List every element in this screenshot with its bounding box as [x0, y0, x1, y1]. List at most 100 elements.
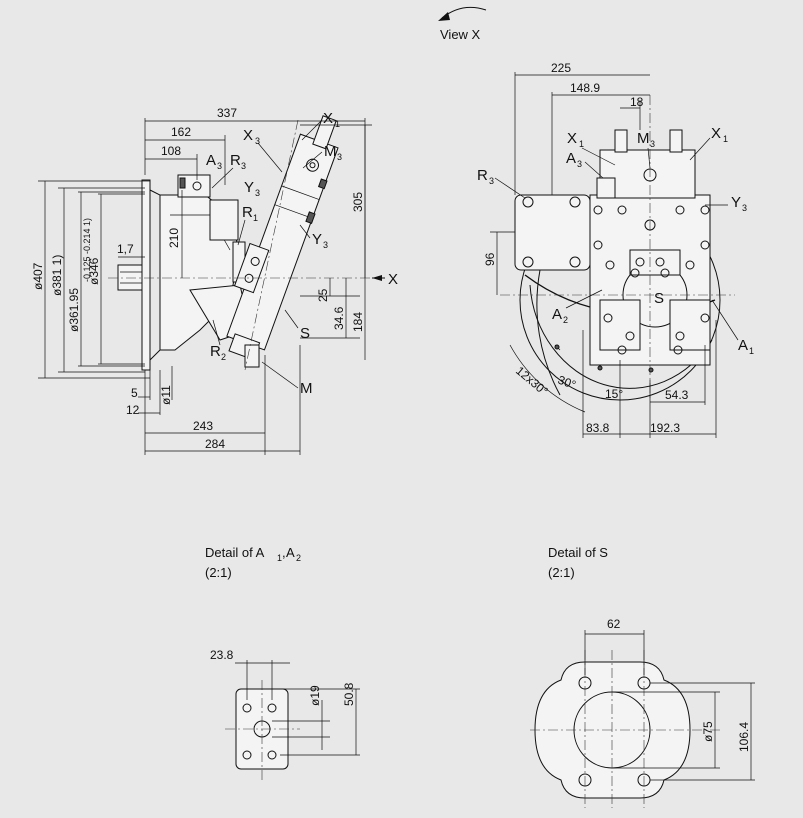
control-valve-top [599, 149, 696, 199]
svg-text:2: 2 [221, 352, 226, 362]
dim-192-3: 192.3 [650, 421, 680, 435]
view-x-label: View X [440, 27, 481, 42]
svg-text:3: 3 [255, 136, 260, 146]
dim-25: 25 [316, 288, 330, 302]
dim-12: 12 [126, 403, 140, 417]
svg-text:1: 1 [723, 134, 728, 144]
detail-a-dim-50-8: 50.8 [342, 682, 356, 706]
detail-a-dim-19: ø19 [308, 685, 322, 706]
svg-text:X: X [243, 127, 253, 144]
angle-15: 15° [605, 387, 623, 401]
svg-text:M: M [324, 143, 337, 160]
detail-a-sub2: 2 [296, 553, 301, 563]
dim-96: 96 [483, 252, 497, 266]
detail-s-title: Detail of S [548, 545, 608, 560]
dim-184: 184 [351, 312, 365, 332]
port-a3-block [177, 174, 211, 198]
svg-text:S: S [300, 325, 310, 342]
detail-s-dim-75: ø75 [701, 721, 715, 742]
dim-1-7: 1,7 [117, 242, 134, 256]
dim-162: 162 [171, 125, 191, 139]
detail-a-comma: , [282, 545, 286, 560]
svg-text:R: R [242, 204, 253, 221]
svg-text:3: 3 [337, 152, 342, 162]
svg-text:R: R [210, 343, 221, 360]
dim-243: 243 [193, 419, 213, 433]
dim-83-8: 83.8 [586, 421, 610, 435]
dim-18: 18 [630, 95, 644, 109]
dim-54-3: 54.3 [665, 388, 689, 402]
x-axis-label: X [388, 271, 398, 288]
dim-tolerance: -0.125 -0.214 1) [82, 218, 92, 282]
dim-210: 210 [167, 228, 181, 248]
drive-shaft [117, 264, 143, 291]
front-bolts [593, 205, 710, 355]
svg-text:A: A [566, 150, 576, 167]
dim-dia-346: ø346 [87, 257, 101, 285]
view-x-indicator: View X [438, 6, 487, 42]
dim-108: 108 [161, 144, 181, 158]
svg-text:3: 3 [742, 203, 747, 213]
detail-a-scale: (2:1) [205, 565, 232, 580]
front-view: 225 148.9 18 96 12x30° 30° 15° 54.3 83.8… [477, 61, 754, 438]
dim-dia-407: ø407 [31, 262, 45, 290]
svg-text:1: 1 [579, 139, 584, 149]
svg-text:M: M [637, 130, 650, 147]
detail-s-dim-62: 62 [607, 617, 621, 631]
dim-34-6: 34.6 [332, 306, 346, 330]
detail-a-title: Detail of A [205, 545, 265, 560]
svg-text:S: S [654, 290, 664, 307]
svg-text:1: 1 [253, 213, 258, 223]
svg-text:R: R [477, 167, 488, 184]
svg-text:3: 3 [323, 240, 328, 250]
control-cylinder [226, 115, 339, 361]
label-s-right: S [654, 290, 664, 307]
detail-s: Detail of S (2:1) 62 ø75 106.4 [530, 545, 755, 808]
svg-text:A: A [206, 152, 216, 169]
svg-text:3: 3 [255, 188, 260, 198]
side-view: X 337 162 108 305 210 25 34.6 184 ø407 [31, 106, 398, 455]
svg-text:X: X [323, 110, 333, 127]
svg-text:3: 3 [650, 139, 655, 149]
angle-12x30: 12x30° [513, 364, 551, 399]
dim-305: 305 [351, 192, 365, 212]
svg-text:A: A [738, 337, 748, 354]
svg-text:X: X [567, 130, 577, 147]
dim-dia-381: ø381 1) [50, 255, 64, 296]
dim-337: 337 [217, 106, 237, 120]
detail-s-dim-106-4: 106.4 [737, 722, 751, 752]
svg-text:1: 1 [749, 346, 754, 356]
detail-a-a2: A [286, 545, 295, 560]
flange-s-outline [534, 661, 691, 799]
mounting-flange [141, 179, 151, 371]
svg-text:2: 2 [563, 315, 568, 325]
svg-text:Y: Y [731, 194, 741, 211]
svg-text:M: M [300, 380, 313, 397]
svg-text:X: X [711, 125, 721, 142]
dim-225: 225 [551, 61, 571, 75]
svg-text:Y: Y [244, 179, 254, 196]
angle-30: 30° [556, 373, 578, 392]
dim-dia-11: ø11 [159, 385, 173, 405]
r3-block [514, 194, 591, 271]
detail-a: Detail of A 1 , A 2 (2:1) 23.8 ø19 50.8 [205, 545, 360, 780]
dim-148-9: 148.9 [570, 81, 600, 95]
dim-5: 5 [131, 386, 138, 400]
